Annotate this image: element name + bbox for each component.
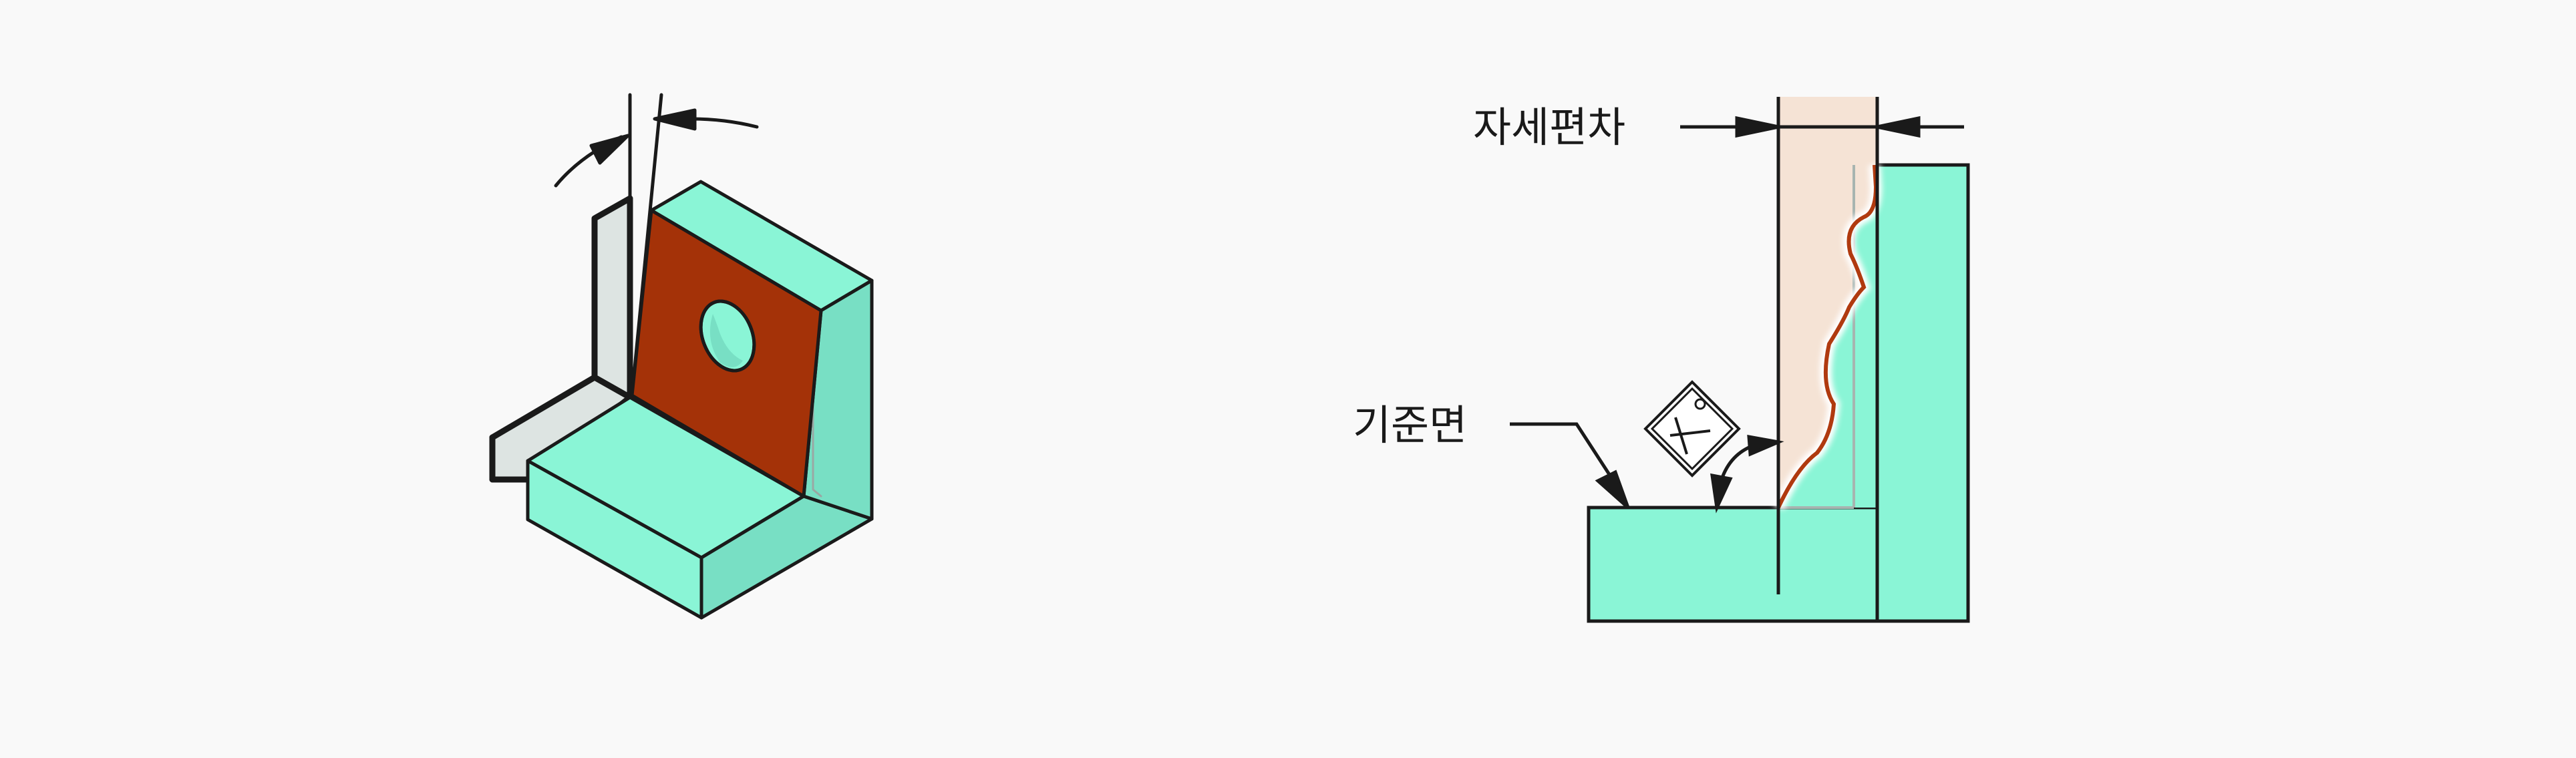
- deviation-arrow-left: [1735, 116, 1779, 138]
- angularity-datum-diamond-icon: [1643, 380, 1741, 478]
- toleranced-surface: [630, 208, 823, 498]
- actual-surface: [1776, 164, 1879, 509]
- angle-arrowhead-right: [653, 108, 697, 131]
- section-view: [1510, 97, 1970, 623]
- hole-inner-shade: [709, 314, 743, 367]
- deviation-label: 자세편차: [1473, 103, 1625, 152]
- datum-surface-label: 기준면: [1353, 401, 1467, 449]
- datum-leader: [1510, 422, 1612, 477]
- plate-edge: [489, 434, 531, 483]
- angle-arc-right: [689, 117, 759, 129]
- upright-block: [1875, 163, 1970, 623]
- angle-arrowhead-left: [589, 134, 630, 165]
- angle-symbol-arrow-down: [1710, 473, 1733, 514]
- isometric-part-view: [489, 93, 874, 620]
- hole-outline: [699, 299, 756, 373]
- angle-symbol-arrow-right: [1747, 434, 1784, 457]
- bracket-body: [526, 180, 874, 620]
- deviation-arrow-right: [1877, 116, 1921, 138]
- plate-vertical-face: [591, 195, 633, 401]
- datum-arrowhead: [1595, 469, 1630, 509]
